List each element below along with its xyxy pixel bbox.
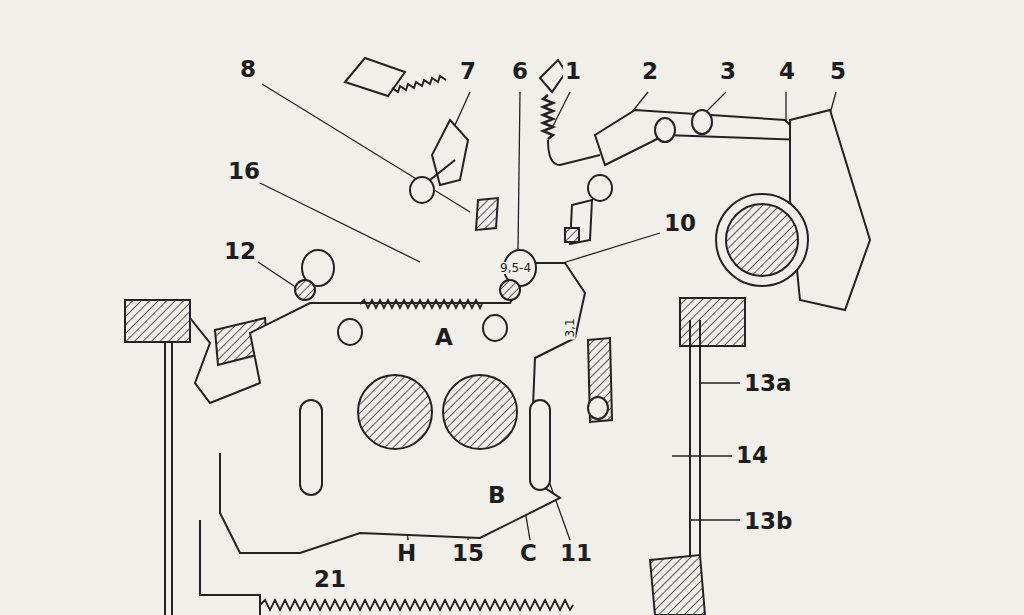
callout-number: 11 — [558, 542, 594, 565]
callout-number: 13b — [742, 510, 794, 533]
callout-number: 14 — [734, 444, 770, 467]
callout-number: 15 — [450, 542, 486, 565]
callout-number: H — [395, 542, 418, 565]
callout-number: 6 — [510, 60, 530, 83]
callout-number: 21 — [312, 568, 348, 591]
callout-number: A — [433, 326, 455, 349]
callout-number: 13a — [742, 372, 794, 395]
callout-number: 4 — [777, 60, 797, 83]
callout-number: 3,1 — [564, 316, 576, 339]
callout-number: 10 — [662, 212, 698, 235]
callout-number: 16 — [226, 160, 262, 183]
callout-number: B — [486, 484, 508, 507]
callout-number: 1 — [563, 60, 583, 83]
callout-number: 9,5-4 — [498, 262, 533, 274]
callout-number: C — [518, 542, 539, 565]
callout-number: 8 — [238, 58, 258, 81]
callout-number: 12 — [222, 240, 258, 263]
callout-number: 7 — [458, 60, 478, 83]
callout-number: 2 — [640, 60, 660, 83]
callout-number: 5 — [828, 60, 848, 83]
callout-number: 3 — [718, 60, 738, 83]
